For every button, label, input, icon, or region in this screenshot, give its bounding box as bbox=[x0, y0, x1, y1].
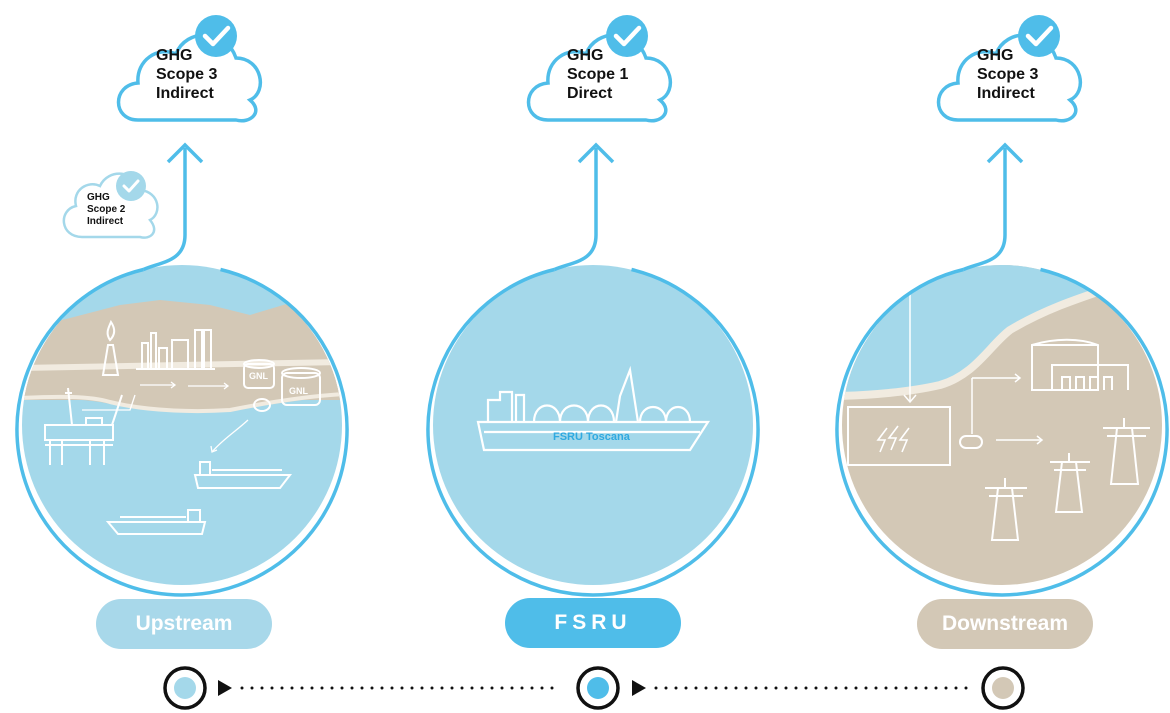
fsru-scene bbox=[428, 145, 758, 595]
dot-icon bbox=[587, 677, 609, 699]
cloud-line-3: Indirect bbox=[977, 84, 1038, 103]
cloud-line-1: GHG bbox=[156, 46, 217, 65]
downstream-scene bbox=[837, 145, 1170, 595]
stage-fsru-pill: FSRU bbox=[505, 598, 681, 648]
stage-upstream-pill: Upstream bbox=[96, 599, 272, 649]
cloud-line-1: GHG bbox=[87, 192, 125, 204]
cloud-line-1: GHG bbox=[977, 46, 1038, 65]
gnl-label-1: GNL bbox=[249, 371, 268, 381]
cloud-line-2: Scope 2 bbox=[87, 204, 125, 216]
cloud-downstream-text: GHG Scope 3 Indirect bbox=[977, 46, 1038, 104]
dot-icon bbox=[992, 677, 1014, 699]
cloud-fsru-text: GHG Scope 1 Direct bbox=[567, 46, 628, 104]
stage-downstream-pill: Downstream bbox=[917, 599, 1093, 649]
downstream-connector bbox=[964, 148, 1006, 270]
cloud-upstream-text: GHG Scope 3 Indirect bbox=[156, 46, 217, 104]
cloud-line-3: Indirect bbox=[87, 216, 125, 228]
cloud-line-3: Indirect bbox=[156, 84, 217, 103]
cloud-upstream-small-text: GHG Scope 2 Indirect bbox=[87, 192, 125, 228]
timeline bbox=[165, 668, 1023, 708]
cloud-line-2: Scope 3 bbox=[156, 65, 217, 84]
fsru-connector bbox=[555, 148, 597, 270]
gnl-label-2: GNL bbox=[289, 386, 308, 396]
ship-name: FSRU Toscana bbox=[553, 431, 630, 443]
dot-icon bbox=[174, 677, 196, 699]
cloud-line-1: GHG bbox=[567, 46, 628, 65]
cloud-line-2: Scope 3 bbox=[977, 65, 1038, 84]
cloud-line-3: Direct bbox=[567, 84, 628, 103]
cloud-line-2: Scope 1 bbox=[567, 65, 628, 84]
